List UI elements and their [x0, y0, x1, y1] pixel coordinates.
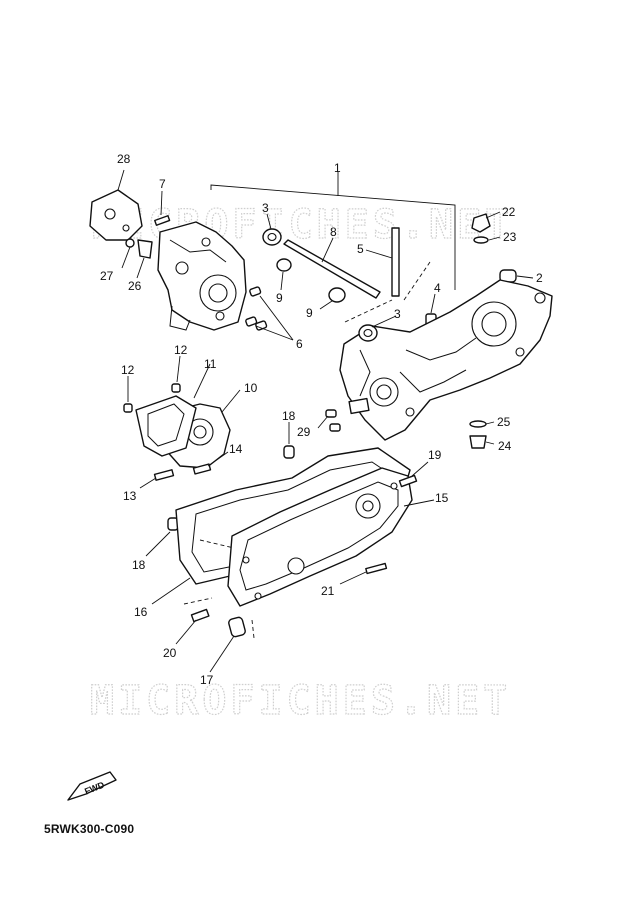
- gasket-part-11: [135, 363, 211, 457]
- callout-18-upper: 18: [282, 409, 296, 423]
- assembly-bracket-1: [210, 172, 456, 290]
- callout-7: 7: [159, 177, 166, 191]
- shaft-part-8: [283, 237, 381, 299]
- bushing-part-2: [499, 269, 534, 283]
- dowel-pin-part-18-upper: [283, 422, 295, 459]
- dowel-pins-part-29: [317, 409, 341, 432]
- right-crankcase: [339, 279, 553, 441]
- callout-4: 4: [434, 281, 441, 295]
- bushing-part-9-lower: [319, 287, 346, 310]
- bolt-part-20: [175, 608, 210, 645]
- oil-seal-part-3-right: [358, 315, 397, 342]
- callout-10: 10: [244, 381, 258, 395]
- callout-17: 17: [200, 673, 214, 687]
- callout-22: 22: [502, 205, 516, 219]
- bolt-part-19: [398, 461, 429, 488]
- callout-6: 6: [296, 337, 303, 351]
- left-crankcase: [157, 221, 247, 331]
- oring-part-23: [473, 236, 501, 244]
- callout-13: 13: [123, 489, 137, 503]
- callout-labels: 1 2 3 3 4 5 6 7 8 9 9 10 11 12 12 13 14 …: [100, 152, 543, 687]
- oil-seal-part-3-left: [262, 213, 282, 246]
- alignment-dashes: [344, 261, 431, 323]
- washer-part-25: [469, 420, 495, 428]
- dowel-pin-part-17: [209, 616, 246, 673]
- cover-dashes: [183, 539, 255, 639]
- callout-26: 26: [128, 279, 142, 293]
- callout-24: 24: [498, 439, 512, 453]
- callout-3-left: 3: [262, 201, 269, 215]
- pipe-part-5: [365, 227, 400, 297]
- callout-18-lower: 18: [132, 558, 146, 572]
- callout-12-upper: 12: [174, 343, 188, 357]
- callout-5: 5: [357, 242, 364, 256]
- callout-27: 27: [100, 269, 114, 283]
- callout-14: 14: [229, 442, 243, 456]
- bolt-part-21: [339, 562, 388, 585]
- dowel-pins-part-6: [245, 286, 294, 341]
- fwd-arrow-icon: FWD: [67, 771, 117, 801]
- cap-part-22: [471, 211, 501, 233]
- callout-20: 20: [163, 646, 177, 660]
- callout-16: 16: [134, 605, 148, 619]
- watermark-bottom: MICROFICHES.NET: [90, 678, 511, 724]
- callout-28: 28: [117, 152, 131, 166]
- bolt-part-13: [139, 469, 175, 489]
- callout-23: 23: [503, 230, 517, 244]
- drain-bolt-part-24: [469, 435, 495, 449]
- callout-15: 15: [435, 491, 449, 505]
- callout-9-upper: 9: [276, 291, 283, 305]
- callout-11: 11: [204, 357, 217, 371]
- callout-2: 2: [536, 271, 543, 285]
- bolt-part-14: [192, 451, 229, 475]
- callout-21: 21: [321, 584, 335, 598]
- callout-3-right: 3: [394, 307, 401, 321]
- plate-part-28: [89, 169, 143, 241]
- bushing-part-9-upper: [276, 258, 292, 291]
- callout-12-lower: 12: [121, 363, 135, 377]
- bolt-part-7: [154, 190, 171, 226]
- callout-25: 25: [497, 415, 511, 429]
- callout-1: 1: [334, 161, 341, 175]
- dowel-pins-part-12: [123, 355, 181, 413]
- cover-part-15: [227, 467, 435, 607]
- watermark-top: MICROFICHES.NET: [92, 202, 513, 248]
- diagram-code: 5RWK300-C090: [44, 822, 135, 836]
- dowel-pin-part-18-lower: [145, 517, 179, 557]
- fittings-26-27: [121, 238, 153, 279]
- callout-19: 19: [428, 448, 442, 462]
- callout-29: 29: [297, 425, 311, 439]
- callout-8: 8: [330, 225, 337, 239]
- callout-9-lower: 9: [306, 306, 313, 320]
